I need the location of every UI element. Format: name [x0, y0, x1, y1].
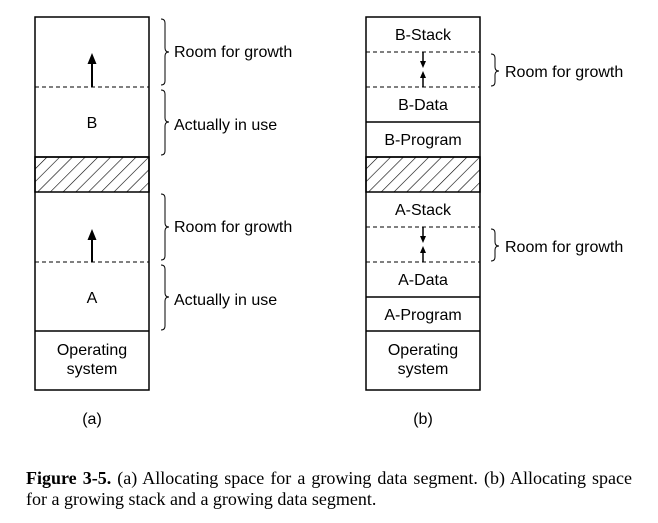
label-room-for-growth: Room for growth: [505, 239, 623, 256]
os-label-line1: Operating: [388, 342, 458, 359]
hatched-free-region: [34, 156, 150, 193]
right-brace-icon: [160, 18, 170, 86]
a-data-label: A-Data: [398, 272, 448, 289]
label-actually-in-use: Actually in use: [174, 117, 277, 134]
hatched-free-region: [365, 156, 481, 193]
up-arrow-icon: [87, 229, 97, 262]
os-label-line2: system: [67, 361, 118, 378]
a-program-label: A-Program: [384, 307, 461, 324]
diagram-a: B A Operating system Room for growth Act…: [34, 16, 292, 428]
segment-b-label: B: [87, 115, 98, 132]
right-brace-icon: [160, 89, 170, 156]
up-arrow-icon: [420, 246, 426, 262]
b-stack-label: B-Stack: [395, 27, 452, 44]
right-brace-icon: [490, 228, 500, 262]
memory-allocation-figure: B A Operating system Room for growth Act…: [34, 16, 623, 428]
up-arrow-icon: [420, 71, 426, 87]
b-data-label: B-Data: [398, 97, 448, 114]
label-room-for-growth: Room for growth: [174, 44, 292, 61]
a-stack-label: A-Stack: [395, 202, 452, 219]
up-arrow-icon: [87, 53, 97, 87]
caption-text: (a) Allocating space for a growing data …: [26, 468, 632, 509]
figure-number: Figure 3-5.: [26, 468, 112, 488]
os-label-line1: Operating: [57, 342, 127, 359]
segment-a-label: A: [87, 290, 98, 307]
label-room-for-growth: Room for growth: [505, 64, 623, 81]
label-room-for-growth: Room for growth: [174, 219, 292, 236]
os-label-line2: system: [398, 361, 449, 378]
right-brace-icon: [160, 193, 170, 261]
down-arrow-icon: [420, 227, 426, 243]
right-brace-icon: [490, 53, 500, 87]
label-actually-in-use: Actually in use: [174, 292, 277, 309]
figure-caption: Figure 3-5. (a) Allocating space for a g…: [26, 468, 632, 510]
diagram-b: B-Stack B-Data B-Program A-Stack A-Data …: [365, 16, 623, 428]
subfigure-label-b: (b): [413, 411, 433, 428]
b-program-label: B-Program: [384, 132, 461, 149]
down-arrow-icon: [420, 52, 426, 68]
subfigure-label-a: (a): [82, 411, 102, 428]
right-brace-icon: [160, 264, 170, 331]
